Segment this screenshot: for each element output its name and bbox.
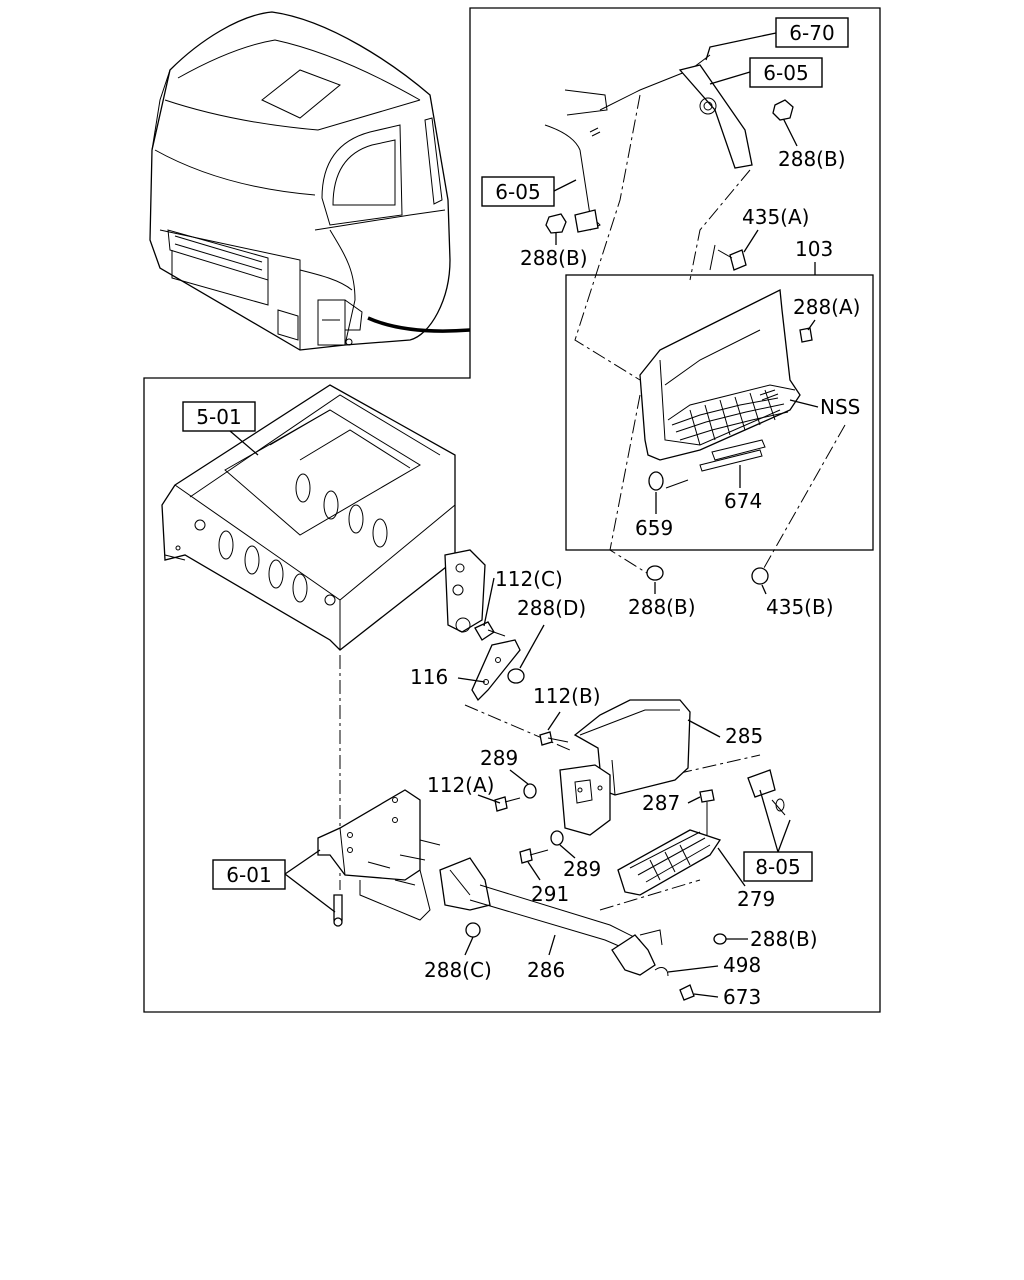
cab-pointer-line <box>367 316 471 333</box>
ref-box-6-01 <box>212 859 286 890</box>
part-287: 287 <box>642 791 680 815</box>
part-nss: NSS <box>820 395 860 419</box>
part-285: 285 <box>725 724 763 748</box>
ref-box-6-70 <box>775 17 849 48</box>
ref-6-05-top: 6-05 <box>763 61 808 85</box>
part-103: 103 <box>795 237 833 261</box>
lower-bracket-parts <box>317 621 786 1001</box>
part-498: 498 <box>723 953 761 977</box>
bolt-435b <box>751 567 769 585</box>
part-112a: 112(A) <box>427 773 494 797</box>
part-435b: 435(B) <box>766 595 834 619</box>
part-112b: 112(B) <box>533 684 601 708</box>
ref-6-01: 6-01 <box>226 863 271 887</box>
part-435a: 435(A) <box>742 205 809 229</box>
ref-6-05-left: 6-05 <box>495 180 540 204</box>
part-286: 286 <box>527 958 565 982</box>
ref-5-01: 5-01 <box>196 405 241 429</box>
part-659: 659 <box>635 516 673 540</box>
upper-bracket-parts <box>544 54 753 381</box>
part-112c: 112(C) <box>495 567 563 591</box>
part-288c: 288(C) <box>424 958 492 982</box>
chassis-frame-illustration <box>161 384 486 651</box>
part-288b-lower-right: 288(B) <box>750 927 818 951</box>
ref-box-6-05-top <box>749 57 823 88</box>
part-279: 279 <box>737 887 775 911</box>
part-288a: 288(A) <box>793 295 860 319</box>
part-288d: 288(D) <box>517 596 586 620</box>
ref-box-5-01 <box>182 401 256 432</box>
truck-cab-illustration <box>149 11 451 351</box>
upper-detail-frame <box>143 7 881 1013</box>
part-289-upper: 289 <box>480 746 518 770</box>
ref-box-6-05-left <box>481 176 555 207</box>
step-assembly-103 <box>609 244 846 576</box>
nut-288b-lower <box>646 565 664 581</box>
part-288b-mid: 288(B) <box>628 595 696 619</box>
step-inset-frame <box>565 274 874 551</box>
part-288b-upper-left: 288(B) <box>520 246 588 270</box>
ref-8-05: 8-05 <box>755 855 800 879</box>
part-288b-upper-right: 288(B) <box>778 147 846 171</box>
part-116: 116 <box>410 665 448 689</box>
part-289-lower: 289 <box>563 857 601 881</box>
part-291: 291 <box>531 882 569 906</box>
part-674: 674 <box>724 489 762 513</box>
ref-6-70: 6-70 <box>789 21 834 45</box>
ref-box-8-05 <box>743 851 813 882</box>
part-673: 673 <box>723 985 761 1009</box>
